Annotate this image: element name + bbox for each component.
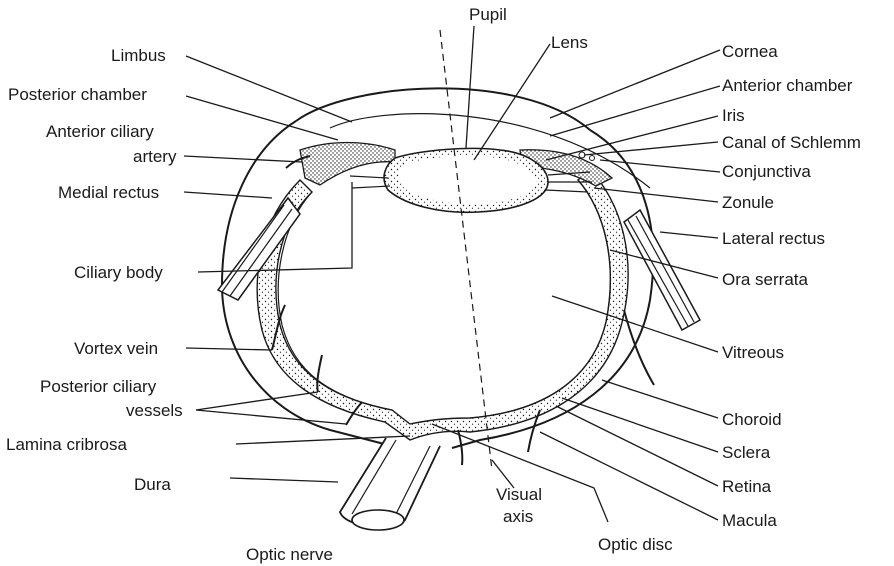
label-medial-rectus: Medial rectus bbox=[58, 183, 159, 202]
eyeball-drawing bbox=[218, 30, 700, 530]
label-visual-axis-line1: Visual bbox=[496, 485, 542, 504]
label-conjunctiva: Conjunctiva bbox=[722, 162, 811, 181]
label-ciliary-body: Ciliary body bbox=[74, 263, 163, 282]
label-posterior-chamber: Posterior chamber bbox=[8, 85, 147, 104]
label-iris: Iris bbox=[722, 106, 745, 125]
label-sclera: Sclera bbox=[722, 443, 771, 462]
label-anterior-ciliary-artery-line1: Anterior ciliary bbox=[46, 122, 154, 141]
label-posterior-ciliary-vessels-line2: vessels bbox=[126, 401, 183, 420]
label-retina: Retina bbox=[722, 477, 772, 496]
optic-nerve-end bbox=[352, 510, 404, 530]
label-pupil: Pupil bbox=[469, 5, 507, 24]
label-posterior-ciliary-vessels-line1: Posterior ciliary bbox=[40, 377, 157, 396]
label-optic-disc: Optic disc bbox=[598, 535, 673, 554]
label-lamina-cribrosa: Lamina cribrosa bbox=[6, 435, 127, 454]
label-vitreous: Vitreous bbox=[722, 343, 784, 362]
label-choroid: Choroid bbox=[722, 410, 782, 429]
label-canal-of-schlemm: Canal of Schlemm bbox=[722, 133, 861, 152]
canal-of-schlemm-dot-2 bbox=[590, 156, 595, 161]
label-cornea: Cornea bbox=[722, 42, 778, 61]
label-dura: Dura bbox=[134, 475, 171, 494]
label-visual-axis-line2: axis bbox=[503, 507, 533, 526]
label-limbus: Limbus bbox=[111, 46, 166, 65]
label-optic-nerve: Optic nerve bbox=[246, 545, 333, 564]
label-lateral-rectus: Lateral rectus bbox=[722, 229, 825, 248]
label-zonule: Zonule bbox=[722, 193, 774, 212]
label-macula: Macula bbox=[722, 511, 777, 530]
label-vortex-vein: Vortex vein bbox=[74, 339, 158, 358]
iris-left bbox=[300, 143, 395, 186]
visual-axis-line bbox=[440, 30, 492, 470]
label-ora-serrata: Ora serrata bbox=[722, 270, 809, 289]
label-anterior-ciliary-artery-line2: artery bbox=[133, 147, 177, 166]
label-anterior-chamber: Anterior chamber bbox=[722, 76, 853, 95]
label-lens: Lens bbox=[551, 33, 588, 52]
